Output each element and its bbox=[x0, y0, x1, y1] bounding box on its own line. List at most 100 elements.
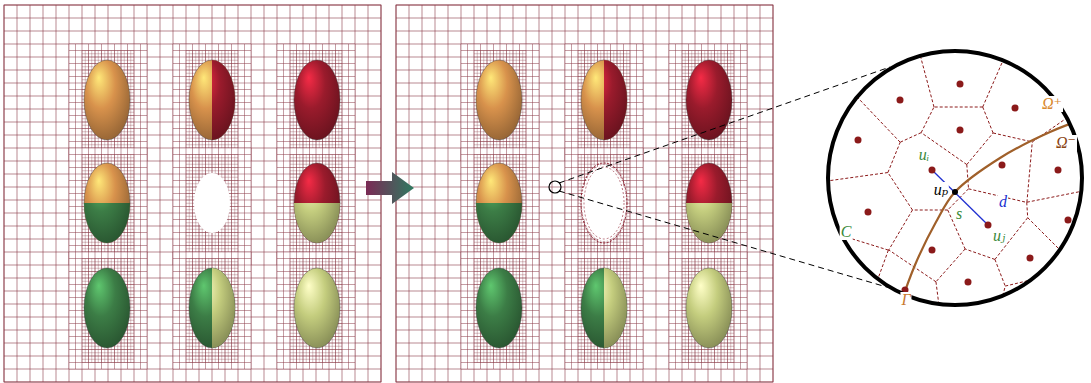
ellipsoid bbox=[476, 268, 522, 348]
cell-centre bbox=[865, 209, 872, 216]
refine-ground bbox=[69, 252, 147, 369]
ellipsoid-half bbox=[294, 203, 340, 243]
coarse-grid bbox=[396, 5, 773, 382]
ellipsoid bbox=[294, 268, 340, 348]
math-label: C bbox=[840, 224, 853, 240]
math-label: d bbox=[998, 194, 1008, 210]
transform-arrow bbox=[366, 172, 414, 204]
cell-centre bbox=[957, 127, 964, 134]
mesh-panel bbox=[396, 5, 773, 382]
refine-ground bbox=[277, 252, 355, 369]
finest-grid bbox=[578, 155, 630, 259]
panel-ground bbox=[4, 5, 381, 382]
interface-outline bbox=[581, 163, 627, 243]
cell-centre bbox=[957, 81, 964, 88]
interface-curve bbox=[895, 115, 1091, 320]
fine-grid bbox=[173, 44, 251, 161]
fine-grid bbox=[669, 44, 747, 161]
fine-grid bbox=[69, 44, 147, 161]
hole-ground bbox=[582, 165, 626, 241]
fine-grid bbox=[461, 252, 539, 369]
finest-grid bbox=[474, 155, 526, 259]
ellipsoid bbox=[294, 60, 340, 140]
fine-grid bbox=[461, 44, 539, 161]
cell-centre bbox=[1012, 105, 1019, 112]
intersection-point bbox=[952, 189, 958, 195]
finest-grid bbox=[82, 259, 134, 363]
ellipsoid bbox=[189, 60, 235, 140]
ellipsoid-half bbox=[84, 203, 130, 243]
refine-ground bbox=[69, 148, 147, 265]
refine-ground bbox=[173, 252, 251, 369]
ellipsoid-half bbox=[212, 60, 235, 140]
refine-ground bbox=[669, 44, 747, 161]
finest-grid bbox=[682, 259, 734, 363]
fine-grid bbox=[669, 148, 747, 265]
ellipsoid-half bbox=[604, 60, 627, 140]
coarse-grid bbox=[4, 5, 381, 382]
ellipsoid bbox=[686, 163, 732, 243]
ellipsoid-half bbox=[476, 203, 522, 243]
cell-centre bbox=[965, 279, 972, 286]
refine-ground bbox=[565, 44, 643, 161]
zoom-marker bbox=[549, 181, 561, 193]
ellipsoid bbox=[476, 60, 522, 140]
math-label: Γ bbox=[900, 292, 911, 308]
ellipsoid bbox=[686, 268, 732, 348]
finest-grid bbox=[186, 259, 238, 363]
fine-grid bbox=[69, 148, 147, 265]
finest-grid bbox=[290, 259, 342, 363]
cell-centre bbox=[985, 222, 992, 229]
ellipsoid bbox=[581, 268, 627, 348]
cell-centre bbox=[1037, 297, 1044, 304]
cell-link bbox=[932, 170, 988, 225]
cell-centre bbox=[897, 97, 904, 104]
math-label: Ω⁻ bbox=[1055, 135, 1077, 151]
fine-grid bbox=[277, 44, 355, 161]
math-label: uₚ bbox=[933, 182, 949, 198]
refine-ground bbox=[277, 44, 355, 161]
refine-ground bbox=[461, 44, 539, 161]
fine-grid bbox=[565, 252, 643, 369]
finest-grid bbox=[578, 51, 630, 155]
ellipsoid bbox=[581, 60, 627, 140]
fine-grid bbox=[461, 148, 539, 265]
finest-grid bbox=[186, 155, 238, 259]
math-label: Ω⁺ bbox=[1041, 96, 1063, 112]
math-label: uⱼ bbox=[992, 228, 1006, 244]
fine-grid bbox=[565, 44, 643, 161]
finest-grid bbox=[82, 51, 134, 155]
panel-border bbox=[396, 5, 773, 382]
ellipsoid bbox=[686, 60, 732, 140]
math-label: uᵢ bbox=[918, 147, 931, 163]
zoom-view bbox=[810, 40, 1091, 320]
refine-ground bbox=[669, 252, 747, 369]
cell-centre bbox=[1055, 167, 1062, 174]
math-label: s bbox=[955, 206, 963, 222]
finest-grid bbox=[474, 51, 526, 155]
finest-grid bbox=[82, 155, 134, 259]
ellipsoid bbox=[84, 268, 130, 348]
refine-ground bbox=[173, 44, 251, 161]
finest-grid bbox=[682, 51, 734, 155]
zoom-ground bbox=[828, 51, 1082, 305]
cell-centre bbox=[855, 137, 862, 144]
fine-grid bbox=[565, 148, 643, 265]
fine-grid bbox=[669, 252, 747, 369]
fine-grid bbox=[277, 148, 355, 265]
refine-ground bbox=[669, 148, 747, 265]
interface-outline bbox=[584, 167, 624, 239]
cell-centre bbox=[929, 247, 936, 254]
refine-ground bbox=[461, 148, 539, 265]
finest-grid bbox=[578, 259, 630, 363]
ellipsoid-half bbox=[686, 203, 732, 243]
cell-centre bbox=[847, 267, 854, 274]
cell-centre bbox=[929, 167, 936, 174]
fine-grid bbox=[173, 148, 251, 265]
mesh-panel bbox=[4, 5, 381, 382]
refine-ground bbox=[69, 44, 147, 161]
finest-grid bbox=[682, 155, 734, 259]
ellipsoid bbox=[476, 163, 522, 243]
refine-ground bbox=[565, 148, 643, 265]
